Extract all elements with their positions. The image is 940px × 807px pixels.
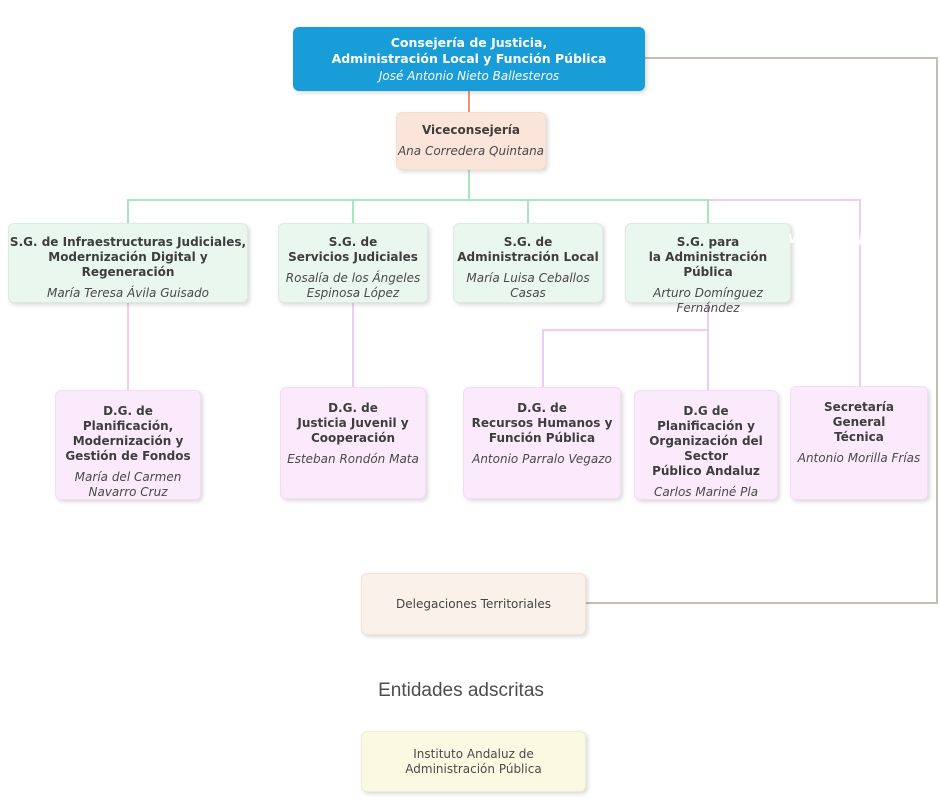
org-node-consejeria[interactable]: Consejería de Justicia, Administración L… xyxy=(293,27,645,91)
connector-root-delegaciones-bottom xyxy=(586,602,938,604)
title-line: Administración Local xyxy=(457,250,599,264)
node-title: Secretaría General Técnica xyxy=(791,400,927,445)
node-title: S.G. de Servicios Judiciales xyxy=(279,235,427,265)
connector-sg4-branch-horizontal xyxy=(542,329,709,331)
title-line: Administración Pública xyxy=(405,761,542,776)
title-line: Gestión de Fondos xyxy=(65,449,191,463)
person-name: María Luisa Ceballos Casas xyxy=(466,271,590,300)
person-name: María del Carmen Navarro Cruz xyxy=(74,470,182,499)
connector-sg-horizontal-green xyxy=(127,199,709,201)
org-node-sg-infraestructuras[interactable]: S.G. de Infraestructuras Judiciales, Mod… xyxy=(8,223,248,303)
entidades-adscritas-heading: Entidades adscritas xyxy=(378,680,544,701)
node-title: Delegaciones Territoriales xyxy=(396,597,551,611)
connector-sg1-dg1 xyxy=(127,303,129,390)
node-title: D.G. de Planificación, Modernización y G… xyxy=(56,404,200,464)
person-name: Carlos Mariné Pla xyxy=(653,485,759,499)
title-line: Público Andaluz xyxy=(652,464,760,478)
title-line: S.G. de xyxy=(328,235,378,249)
person-name: Antonio Parralo Vegazo xyxy=(472,452,612,466)
org-node-sg-administracion-local[interactable]: S.G. de Administración Local María Luisa… xyxy=(453,223,603,303)
title-line: Técnica xyxy=(834,430,884,444)
connector-sg4-dg4 xyxy=(707,303,709,390)
title-line: Justicia Juvenil y xyxy=(297,416,409,430)
title-line: Planificación, xyxy=(82,419,174,433)
connector-vice-down xyxy=(468,170,470,200)
person-name: Antonio Morilla Frías xyxy=(797,451,921,465)
title-line: D.G de xyxy=(683,404,729,418)
org-node-secretaria-general-tecnica[interactable]: Secretaría General Técnica Antonio Moril… xyxy=(790,386,928,500)
title-line: D.G. de xyxy=(103,404,153,418)
title-line: Recursos Humanos y xyxy=(471,416,613,430)
title-line: Consejería de Justicia, xyxy=(390,34,548,50)
node-title: S.G. de Administración Local xyxy=(454,235,602,265)
node-title: S.G. de Infraestructuras Judiciales, Mod… xyxy=(9,235,247,280)
title-line: Organización del xyxy=(649,434,763,448)
org-node-dg-sector-publico[interactable]: D.G de Planificación y Organización del … xyxy=(634,390,778,500)
connector-drop-sg3 xyxy=(527,199,529,223)
title-line: Instituto Andaluz de xyxy=(413,746,534,761)
org-node-dg-planificacion-modernizacion[interactable]: D.G. de Planificación, Modernización y G… xyxy=(55,390,201,500)
title-line: S.G. para xyxy=(676,235,740,249)
person-name: Rosalía de los Ángeles Espinosa López xyxy=(285,271,421,300)
connector-branch-dg3 xyxy=(542,329,544,387)
node-title: D.G. de Recursos Humanos y Función Públi… xyxy=(464,401,620,446)
title-line: Sector xyxy=(684,449,728,463)
title-line: D.G. de xyxy=(517,401,567,415)
title-line: Servicios Judiciales xyxy=(288,250,418,264)
title-line: S.G. de Infraestructuras Judiciales, xyxy=(9,235,247,249)
node-title: Consejería de Justicia, Administración L… xyxy=(293,35,645,67)
person-name: Esteban Rondón Mata xyxy=(287,452,419,466)
node-title: S.G. para la Administración Pública xyxy=(626,235,790,280)
title-line: Modernización Digital y Regeneración xyxy=(48,250,208,279)
title-line: Secretaría xyxy=(824,400,894,414)
title-line: la Administración Pública xyxy=(648,250,768,279)
connector-drop-sg2 xyxy=(352,199,354,223)
org-node-sg-administracion-publica[interactable]: S.G. para la Administración Pública Artu… xyxy=(625,223,791,315)
org-node-delegaciones-territoriales[interactable]: Delegaciones Territoriales xyxy=(361,573,586,635)
title-line: Administración Local y Función Pública xyxy=(331,50,607,66)
org-node-sg-servicios-judiciales[interactable]: S.G. de Servicios Judiciales Rosalía de … xyxy=(278,223,428,303)
title-line: S.G. de xyxy=(503,235,553,249)
node-title: Viceconsejería xyxy=(421,123,520,137)
person-name: María Teresa Ávila Guisado xyxy=(46,286,210,300)
node-title: D.G de Planificación y Organización del … xyxy=(635,404,777,479)
title-line: Planificación y xyxy=(657,419,755,433)
connector-drop-secretaria xyxy=(859,199,861,386)
connector-root-delegaciones-top xyxy=(645,57,938,59)
connector-drop-sg4 xyxy=(707,199,709,223)
connector-root-vice xyxy=(468,91,470,113)
title-line: General xyxy=(832,415,886,429)
connector-drop-sg1 xyxy=(127,199,129,223)
person-name: José Antonio Nieto Ballesteros xyxy=(378,68,560,83)
person-name: Arturo Domínguez Fernández xyxy=(653,286,763,315)
person-name: Ana Corredera Quintana xyxy=(397,144,545,158)
connector-root-delegaciones-vertical xyxy=(936,57,938,604)
connector-sg-horizontal-pink xyxy=(709,199,861,201)
org-node-dg-justicia-juvenil[interactable]: D.G. de Justicia Juvenil y Cooperación E… xyxy=(280,387,426,499)
title-line: Función Pública xyxy=(488,431,596,445)
org-node-instituto-andaluz[interactable]: Instituto Andaluz de Administración Públ… xyxy=(361,731,586,792)
ghost-viceconsejeria-label: Viceconsejería xyxy=(788,231,891,246)
org-node-viceconsejeria[interactable]: Viceconsejería Ana Corredera Quintana xyxy=(396,112,546,170)
title-line: D.G. de xyxy=(328,401,378,415)
node-title: D.G. de Justicia Juvenil y Cooperación xyxy=(281,401,425,446)
org-node-dg-recursos-humanos[interactable]: D.G. de Recursos Humanos y Función Públi… xyxy=(463,387,621,499)
title-line: Modernización y xyxy=(72,434,184,448)
connector-sg2-dg2 xyxy=(352,303,354,387)
title-line: Cooperación xyxy=(310,431,396,445)
